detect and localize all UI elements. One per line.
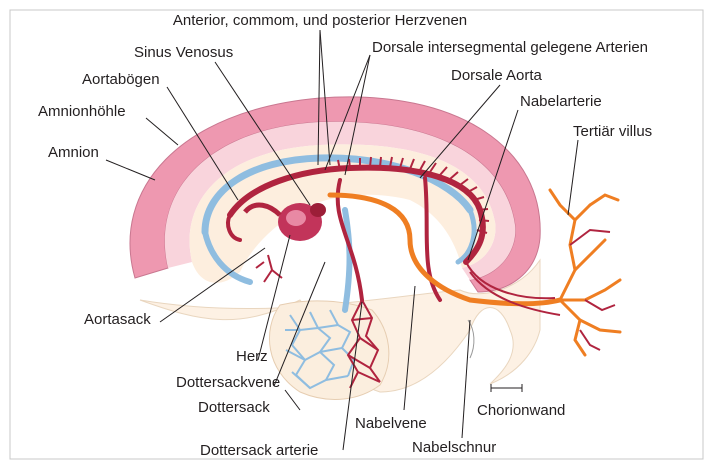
chorionic-villi — [550, 190, 620, 355]
label-nabelvene: Nabelvene — [355, 415, 427, 432]
label-herz: Herz — [236, 348, 268, 365]
label-chorionwand: Chorionwand — [477, 402, 565, 419]
label-amnionhoehle: Amnionhöhle — [38, 103, 126, 120]
label-tertiaer-villus: Tertiär villus — [573, 123, 652, 140]
label-sinus-venosus: Sinus Venosus — [134, 44, 233, 61]
heart-branches — [256, 255, 282, 282]
label-dottersack: Dottersack — [198, 399, 270, 416]
label-nabelarterie: Nabelarterie — [520, 93, 602, 110]
label-amnion: Amnion — [48, 144, 99, 161]
label-dorsale-aorta: Dorsale Aorta — [451, 67, 543, 84]
label-dorsale-arterien: Dorsale intersegmental gelegene Arterien — [372, 39, 648, 56]
label-dottersack-arterie: Dottersack arterie — [200, 442, 318, 459]
label-nabelschnur: Nabelschnur — [412, 439, 496, 456]
label-dottersackvene: Dottersackvene — [176, 374, 280, 391]
label-aortasack: Aortasack — [84, 311, 151, 328]
label-aortaboegen: Aortabögen — [82, 71, 160, 88]
label-herzvenen: Anterior, commom, und posterior Herzvene… — [173, 12, 467, 29]
